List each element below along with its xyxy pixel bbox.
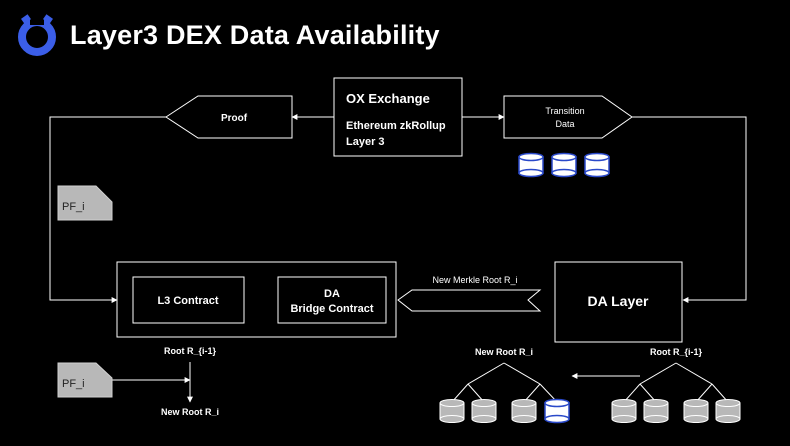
merkle-tree-prev xyxy=(623,362,729,403)
transition-data-node: Transition Data xyxy=(503,95,633,139)
da-bridge-line1: DA xyxy=(324,288,340,300)
root-prev-tree-label: Root R_{i-1} xyxy=(650,347,703,357)
ox-exchange-node: OX Exchange Ethereum zkRollup Layer 3 xyxy=(333,77,463,157)
pf-top-label: PF_i xyxy=(62,201,85,213)
pf-document-top: PF_i xyxy=(57,185,113,221)
database-icon xyxy=(584,152,610,178)
connectors xyxy=(49,114,747,403)
pf-document-bottom: PF_i xyxy=(57,362,113,398)
database-icon xyxy=(471,399,497,423)
ox-exchange-line1: Ethereum zkRollup xyxy=(346,120,446,132)
page-title: Layer3 DEX Data Availability xyxy=(70,19,440,50)
new-tree-leaves xyxy=(439,398,570,424)
database-icon xyxy=(511,399,537,423)
l3-contract-label: L3 Contract xyxy=(157,295,218,307)
title-bar: Layer3 DEX Data Availability xyxy=(16,12,440,58)
proof-to-l3-connector xyxy=(49,116,166,303)
database-icon xyxy=(518,152,544,178)
transition-databases xyxy=(518,152,610,178)
new-root-left-label: New Root R_i xyxy=(161,407,219,417)
transition-data-line1: Transition xyxy=(545,106,584,116)
merkle-root-arrow: New Merkle Root R_i xyxy=(397,275,542,312)
pf-bottom-label: PF_i xyxy=(62,378,85,390)
merkle-tree-new xyxy=(451,362,558,403)
proof-label: Proof xyxy=(221,113,248,124)
database-icon xyxy=(683,399,709,423)
database-icon xyxy=(551,152,577,178)
transition-data-line2: Data xyxy=(555,119,574,129)
ox-exchange-line2: Layer 3 xyxy=(346,136,385,148)
da-layer-node: DA Layer xyxy=(554,261,683,343)
ox-exchange-title: OX Exchange xyxy=(346,91,430,106)
database-icon xyxy=(611,399,637,423)
logo-icon xyxy=(18,14,56,56)
document-icon xyxy=(57,362,113,398)
database-icon xyxy=(715,399,741,423)
root-prev-left-label: Root R_{i-1} xyxy=(164,346,217,356)
database-icon xyxy=(643,399,669,423)
database-icon xyxy=(544,398,570,424)
transition-to-da-connector xyxy=(632,116,747,303)
new-root-tree-label: New Root R_i xyxy=(475,347,533,357)
da-bridge-line2: Bridge Contract xyxy=(290,303,373,315)
proof-node: Proof xyxy=(165,95,293,139)
prev-tree-leaves xyxy=(611,399,741,423)
l3-contract-node: L3 Contract xyxy=(132,276,245,324)
database-icon xyxy=(439,399,465,423)
document-icon xyxy=(57,185,113,221)
da-bridge-node: DA Bridge Contract xyxy=(277,276,387,324)
new-merkle-root-label: New Merkle Root R_i xyxy=(432,275,517,285)
da-layer-label: DA Layer xyxy=(588,293,650,309)
